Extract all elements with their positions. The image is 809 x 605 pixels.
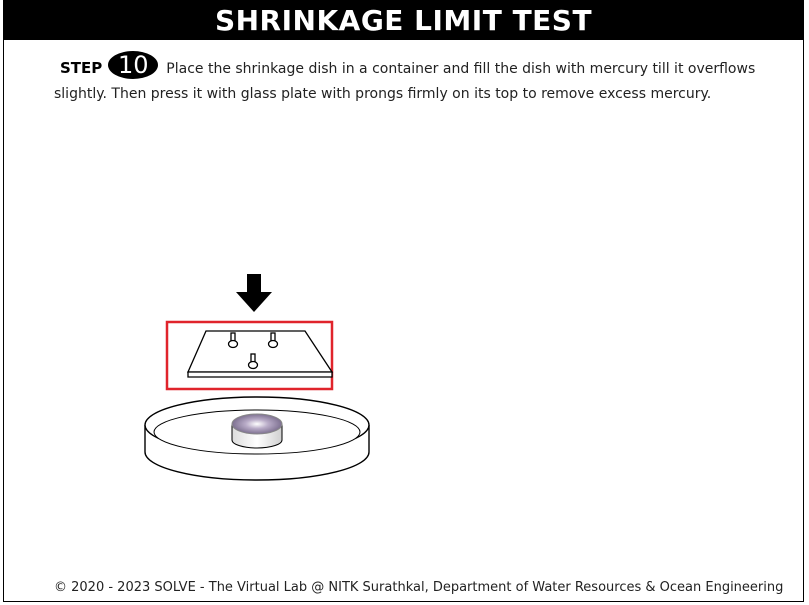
shrinkage-dish-icon (231, 413, 283, 449)
glass-plate-highlight (165, 320, 334, 391)
instruction-text: Place the shrinkage dish in a container … (54, 61, 756, 102)
title-bar: SHRINKAGE LIMIT TEST (3, 0, 804, 40)
down-arrow-icon (236, 274, 272, 312)
prong-icon (267, 332, 279, 349)
step-label: STEP (60, 59, 103, 77)
prong-icon (227, 332, 239, 349)
glass-plate-icon (187, 330, 334, 378)
lab-frame (3, 0, 804, 602)
step-number-badge: 10 (108, 51, 159, 79)
page-title: SHRINKAGE LIMIT TEST (214, 3, 593, 37)
footer-copyright: © 2020 - 2023 SOLVE - The Virtual Lab @ … (54, 580, 784, 595)
prong-icon (247, 353, 259, 370)
